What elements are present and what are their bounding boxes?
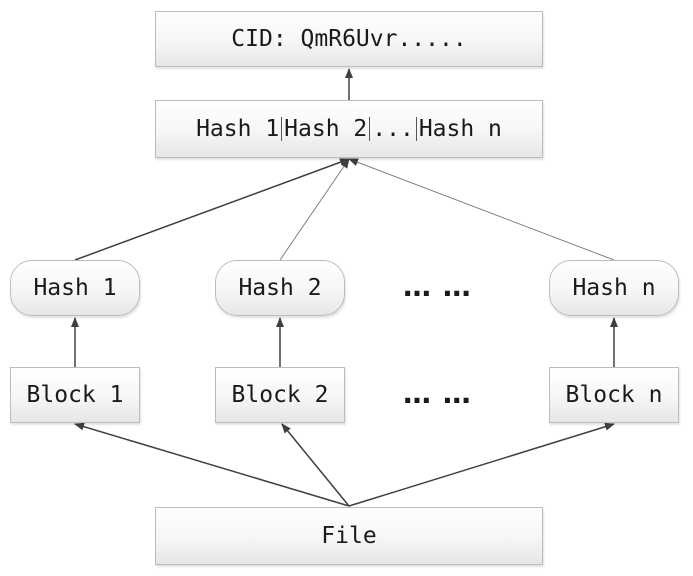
root-hash-separator (281, 117, 283, 141)
arrow-hashn-to-root (348, 158, 615, 261)
arrow-file-to-block2 (281, 423, 350, 507)
arrow-file-to-block1 (74, 422, 350, 507)
hash-node-n-label: Hash n (572, 275, 656, 301)
root-hash-2: Hash 2 (284, 116, 368, 142)
block-row-ellipsis: … … (403, 377, 472, 410)
root-hash-n: Hash n (418, 116, 502, 142)
block-node-2-label: Block 2 (231, 382, 329, 408)
file-box: File (155, 507, 543, 565)
arrow-file-to-blockn (348, 422, 615, 507)
arrow-hash1-to-root (74, 158, 350, 261)
block-node-2: Block 2 (215, 367, 345, 423)
root-hash-1: Hash 1 (196, 116, 280, 142)
block-node-n-label: Block n (565, 382, 663, 408)
block-node-1: Block 1 (10, 367, 140, 423)
arrow-hash2-to-root (279, 158, 350, 261)
block-node-n: Block n (549, 367, 679, 423)
root-hash-separator (369, 117, 371, 141)
cid-box: CID: QmR6Uvr..... (155, 11, 543, 67)
hash-node-2-label: Hash 2 (238, 275, 322, 301)
root-hash-list-box: Hash 1 Hash 2 ... Hash n (155, 100, 543, 158)
hash-node-1-label: Hash 1 (33, 275, 117, 301)
root-hash-ellipsis: ... (372, 116, 414, 142)
hash-row-ellipsis: … … (403, 270, 472, 303)
file-label: File (321, 523, 377, 549)
hash-node-n: Hash n (549, 260, 679, 316)
hash-node-1: Hash 1 (10, 260, 140, 316)
cid-label: CID: QmR6Uvr..... (231, 26, 467, 52)
block-node-1-label: Block 1 (26, 382, 124, 408)
root-hash-separator (415, 117, 417, 141)
hash-node-2: Hash 2 (215, 260, 345, 316)
